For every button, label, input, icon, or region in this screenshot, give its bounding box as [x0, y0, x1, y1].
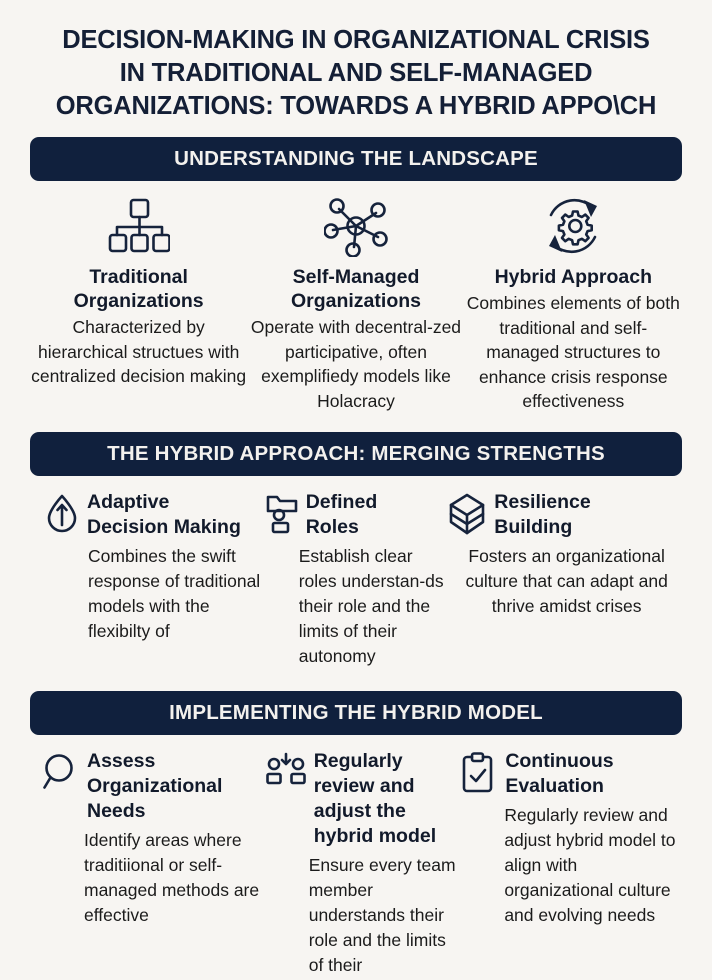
- card-resilience-building: Resilience Building Fosters an organizat…: [447, 490, 682, 669]
- card-heading-line-3: Needs: [87, 799, 146, 822]
- card-traditional-organizations: Traditional Organizations Characterized …: [30, 193, 247, 414]
- droplet-arrow-icon: [44, 490, 80, 534]
- card-top: Adaptive Decision Making: [44, 490, 265, 540]
- gear-refresh-cycle-icon: [541, 193, 605, 259]
- people-hierarchy-icon: [265, 749, 307, 793]
- card-top: Defined Roles: [265, 490, 448, 540]
- card-continuous-evaluation: Continuous Evaluation Regularly review a…: [460, 749, 682, 978]
- card-heading-line-1: Resilience: [494, 490, 591, 513]
- title-line-3: ORGANIZATIONS: TOWARDS A HYBRID APPO\CH: [55, 92, 657, 120]
- card-heading-line-1: Continuous: [505, 749, 614, 772]
- card-defined-roles: Defined Roles Establish clear roles unde…: [265, 490, 448, 669]
- card-top: Regularly review and adjust the hybrid m…: [265, 749, 461, 849]
- card-body: Combines elements of both traditional an…: [466, 293, 680, 411]
- section-header-label-3: IMPLEMENTING THE HYBRID MODEL: [169, 700, 543, 724]
- card-heading-line-1: Assess: [87, 749, 156, 772]
- layered-cube-icon: [447, 490, 487, 536]
- card-heading: Defined Roles: [306, 490, 378, 540]
- card-hybrid-approach: Hybrid Approach Combines elements of bot…: [465, 193, 682, 414]
- card-heading-line-2: review and: [313, 774, 415, 797]
- card-heading-line-1: Defined: [305, 490, 378, 513]
- section-2-columns: Adaptive Decision Making Combines the sw…: [30, 476, 682, 669]
- card-heading-line-2: Organizations: [73, 290, 204, 312]
- section-understanding-the-landscape: UNDERSTANDING THE LANDSCAPE Traditional …: [30, 137, 682, 414]
- card-body: Identify areas where traditiional or sel…: [84, 829, 260, 925]
- card-self-managed-organizations: Self-Managed Organizations Operate with …: [247, 193, 464, 414]
- card-heading: Self-Managed Organizations: [291, 265, 421, 313]
- card-heading: Traditional Organizations: [74, 265, 204, 313]
- section-1-columns: Traditional Organizations Characterized …: [30, 181, 682, 414]
- card-heading-line-2: Evaluation: [505, 774, 604, 797]
- card-heading-line-1: Self-Managed: [292, 266, 420, 288]
- card-regularly-review-adjust: Regularly review and adjust the hybrid m…: [265, 749, 461, 978]
- title-line-2: IN TRADITIONAL AND SELF-MANAGED: [119, 59, 593, 87]
- card-body: Regularly review and adjust hybrid model…: [504, 804, 676, 925]
- clipboard-check-icon: [460, 749, 498, 795]
- network-hub-icon: [323, 193, 388, 259]
- section-3-columns: Assess Organizational Needs Identify are…: [30, 735, 682, 978]
- card-heading-line-1: Hybrid Approach: [494, 266, 653, 288]
- section-implementing-the-hybrid-model: IMPLEMENTING THE HYBRID MODEL Assess Org…: [30, 690, 682, 978]
- card-top: Assess Organizational Needs: [42, 749, 265, 824]
- card-heading-line-1: Regularly: [313, 749, 403, 772]
- card-heading: Resilience Building: [494, 490, 590, 540]
- card-heading: Regularly review and adjust the hybrid m…: [314, 749, 436, 849]
- card-body: Combines the swift response of tradition…: [88, 545, 261, 641]
- card-body: Fosters an organizational culture that c…: [465, 545, 668, 616]
- folder-user-roles-icon: [265, 490, 299, 536]
- section-header-label-1: UNDERSTANDING THE LANDSCAPE: [174, 147, 538, 170]
- section-header-bar-3: IMPLEMENTING THE HYBRID MODEL: [30, 690, 682, 735]
- card-body: Establish clear roles understan-ds their…: [298, 545, 444, 666]
- section-header-bar-1: UNDERSTANDING THE LANDSCAPE: [30, 137, 682, 181]
- card-top: Resilience Building: [447, 490, 682, 540]
- card-heading: Hybrid Approach: [495, 265, 652, 289]
- card-body: Characterized by hierarchical structues …: [31, 317, 247, 386]
- card-heading-line-3: adjust the: [313, 799, 406, 822]
- card-body: Operate with decentral-zed participative…: [250, 317, 462, 411]
- page-title: DECISION-MAKING IN ORGANIZATIONAL CRISIS…: [0, 0, 712, 129]
- card-heading: Continuous Evaluation: [505, 749, 613, 799]
- card-body: Ensure every team member understands the…: [308, 854, 456, 975]
- card-assess-organizational-needs: Assess Organizational Needs Identify are…: [30, 749, 265, 978]
- card-heading-line-2: Building: [494, 515, 573, 538]
- card-heading-line-2: Organizational: [87, 774, 223, 797]
- card-heading-line-1: Adaptive: [87, 490, 170, 513]
- card-heading-line-2: Decision Making: [87, 515, 241, 538]
- card-heading: Assess Organizational Needs: [87, 749, 222, 824]
- magnifier-search-icon: [42, 749, 80, 793]
- card-heading-line-4: hybrid model: [313, 824, 437, 847]
- card-adaptive-decision-making: Adaptive Decision Making Combines the sw…: [30, 490, 265, 669]
- hierarchy-org-chart-icon: [108, 193, 170, 259]
- card-heading-line-1: Traditional: [89, 266, 188, 288]
- card-heading-line-2: Roles: [305, 515, 359, 538]
- title-line-1: DECISION-MAKING IN ORGANIZATIONAL CRISIS: [62, 26, 650, 54]
- section-hybrid-approach-merging-strengths: THE HYBRID APPROACH: MERGING STRENGTHS A…: [30, 431, 682, 669]
- card-top: Continuous Evaluation: [460, 749, 682, 799]
- section-header-bar-2: THE HYBRID APPROACH: MERGING STRENGTHS: [30, 431, 682, 476]
- card-heading-line-2: Organizations: [290, 290, 421, 312]
- card-heading: Adaptive Decision Making: [87, 490, 241, 540]
- section-header-label-2: THE HYBRID APPROACH: MERGING STRENGTHS: [107, 441, 605, 465]
